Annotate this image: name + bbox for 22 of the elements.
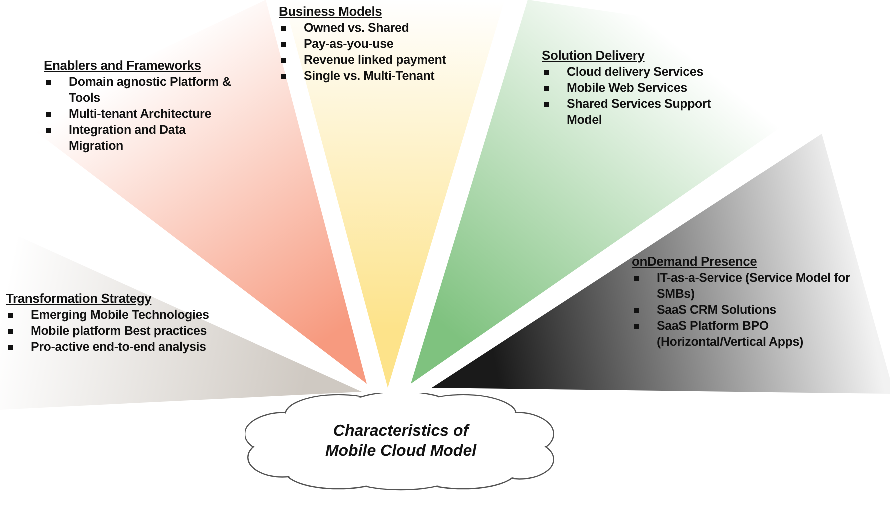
bullet-item: IT-as-a-Service (Service Model for SMBs) xyxy=(657,270,852,302)
bullet-item: Integration and Data Migration xyxy=(69,122,188,154)
bullet-item: Mobile Web Services xyxy=(567,80,688,96)
bullet-item: Mobile platform Best practices xyxy=(31,323,207,339)
section-heading: onDemand Presence xyxy=(632,254,758,270)
bullet-item: Revenue linked payment xyxy=(304,52,446,68)
bullet-item: Single vs. Multi-Tenant xyxy=(304,68,435,84)
cloud-label: Characteristics of Mobile Cloud Model xyxy=(324,422,478,462)
bullet-item: Cloud delivery Services xyxy=(567,64,704,80)
bullet-item: Owned vs. Shared xyxy=(304,20,410,36)
bullet-item: SaaS Platform BPO (Horizontal/Vertical Apps) xyxy=(657,318,804,350)
section-heading: Business Models xyxy=(279,4,382,20)
bullet-item: Domain agnostic Platform & Tools xyxy=(69,74,232,106)
bullet-item: Emerging Mobile Technologies xyxy=(31,307,210,323)
bullet-item: Pay-as-you-use xyxy=(304,36,394,52)
bullet-item: Multi-tenant Architecture xyxy=(69,106,212,122)
section-heading: Transformation Strategy xyxy=(6,291,152,307)
bullet-item: Shared Services Support Model xyxy=(567,96,712,128)
bullet-item: Pro-active end-to-end analysis xyxy=(31,339,206,355)
section-heading: Solution Delivery xyxy=(542,48,645,64)
bullet-item: SaaS CRM Solutions xyxy=(657,302,776,318)
section-heading: Enablers and Frameworks xyxy=(44,58,202,74)
